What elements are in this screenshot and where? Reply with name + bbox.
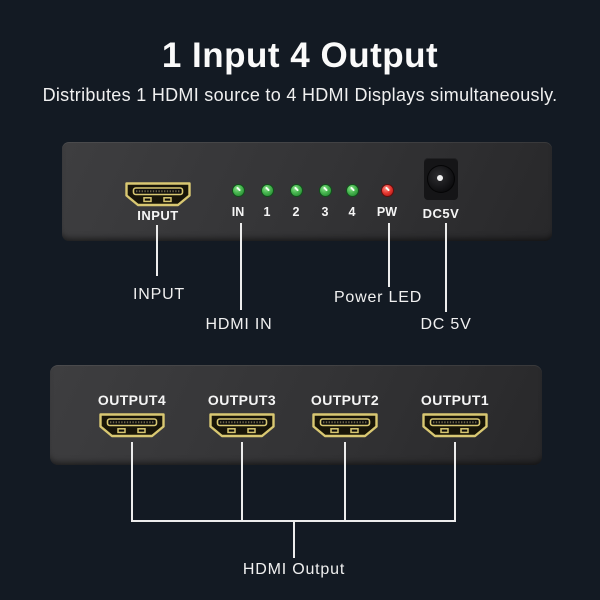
back-panel: OUTPUT4 OUTPUT3 OUTPUT2 OUTPUT1 bbox=[50, 365, 542, 465]
led-pw-label: PW bbox=[376, 205, 398, 219]
bracket-horizontal-line bbox=[131, 520, 456, 522]
output4-label: OUTPUT4 bbox=[97, 392, 167, 408]
page-title: 1 Input 4 Output bbox=[161, 36, 439, 75]
callout-label-hdmi-output: HDMI Output bbox=[242, 561, 346, 578]
bracket-line-output2 bbox=[344, 442, 346, 522]
hdmi-output3-port-icon bbox=[209, 413, 275, 438]
page-subtitle: Distributes 1 HDMI source to 4 HDMI Disp… bbox=[42, 85, 558, 105]
led-1-icon bbox=[261, 184, 274, 197]
led-2-label: 2 bbox=[292, 205, 300, 219]
callout-line-hdmi-in bbox=[240, 223, 242, 310]
output1-label: OUTPUT1 bbox=[420, 392, 490, 408]
callout-label-hdmi-in: HDMI IN bbox=[205, 316, 273, 333]
led-in-label: IN bbox=[231, 205, 245, 219]
callout-line-input bbox=[156, 225, 158, 276]
hdmi-input-port-icon bbox=[125, 182, 191, 207]
front-panel: INPUT IN 1 2 3 4 PW DC5V bbox=[62, 142, 552, 241]
callout-label-dc-5v: DC 5V bbox=[420, 316, 472, 333]
hdmi-output2-port-icon bbox=[312, 413, 378, 438]
led-3-icon bbox=[319, 184, 332, 197]
bracket-line-output4 bbox=[131, 442, 133, 522]
input-port-label: INPUT bbox=[137, 208, 179, 223]
led-in-icon bbox=[232, 184, 245, 197]
output3-label: OUTPUT3 bbox=[207, 392, 277, 408]
hdmi-output1-port-icon bbox=[422, 413, 488, 438]
dc-power-jack-icon bbox=[424, 158, 458, 200]
hdmi-output4-port-icon bbox=[99, 413, 165, 438]
output2-label: OUTPUT2 bbox=[310, 392, 380, 408]
led-1-label: 1 bbox=[263, 205, 271, 219]
led-4-icon bbox=[346, 184, 359, 197]
callout-label-input: INPUT bbox=[133, 286, 185, 303]
led-4-label: 4 bbox=[348, 205, 356, 219]
bracket-line-output1 bbox=[454, 442, 456, 522]
callout-label-power-led: Power LED bbox=[333, 289, 423, 306]
dc-jack-barrel bbox=[427, 165, 455, 193]
dc-jack-pin bbox=[437, 175, 443, 181]
led-2-icon bbox=[290, 184, 303, 197]
led-3-label: 3 bbox=[321, 205, 329, 219]
bracket-drop-line bbox=[293, 522, 295, 558]
callout-line-dc-5v bbox=[445, 223, 447, 312]
callout-line-power-led bbox=[388, 223, 390, 287]
dc-jack-label: DC5V bbox=[422, 206, 460, 221]
led-pw-icon bbox=[381, 184, 394, 197]
bracket-line-output3 bbox=[241, 442, 243, 522]
